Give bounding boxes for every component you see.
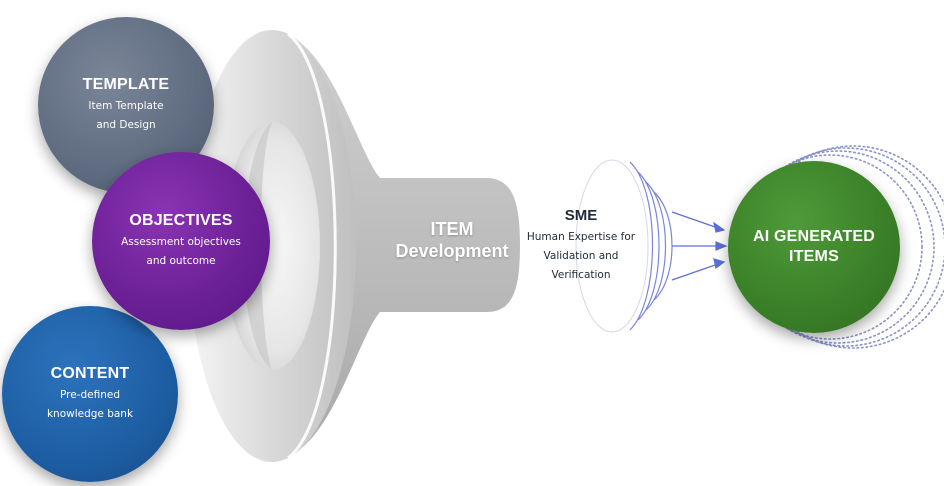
content-circle: CONTENT Pre-defined knowledge bank xyxy=(2,306,178,482)
output-title-line2: ITEMS xyxy=(789,248,839,265)
ai-generated-items-circle: AI GENERATED ITEMS xyxy=(728,161,900,333)
template-desc-line2: and Design xyxy=(96,118,156,131)
output-title-line1: AI GENERATED xyxy=(752,228,876,245)
objectives-desc-line2: and outcome xyxy=(146,254,216,267)
sme-title: SME xyxy=(564,207,598,224)
objectives-circle: OBJECTIVES Assessment objectives and out… xyxy=(92,152,270,330)
content-desc-line2: knowledge bank xyxy=(46,407,134,420)
funnel-label-line1: ITEM xyxy=(430,219,474,239)
objectives-desc-line1: Assessment objectives xyxy=(121,235,241,248)
content-desc-line1: Pre-defined xyxy=(59,388,120,401)
template-title: TEMPLATE xyxy=(82,75,170,93)
objectives-title: OBJECTIVES xyxy=(129,211,233,229)
funnel-label: ITEM Development xyxy=(392,218,512,262)
template-desc-line1: Item Template xyxy=(88,99,164,112)
sme-block: SME Human Expertise for Validation and V… xyxy=(516,207,646,285)
sme-lens xyxy=(575,159,649,333)
content-title: CONTENT xyxy=(50,364,130,382)
sme-desc-line2: Validation and xyxy=(543,250,619,262)
funnel-label-line2: Development xyxy=(395,241,509,261)
sme-desc-line3: Verification xyxy=(551,269,611,281)
arrows-to-output xyxy=(671,211,728,281)
sme-desc-line1: Human Expertise for xyxy=(526,231,636,243)
funnel-rim-highlight xyxy=(287,32,337,460)
